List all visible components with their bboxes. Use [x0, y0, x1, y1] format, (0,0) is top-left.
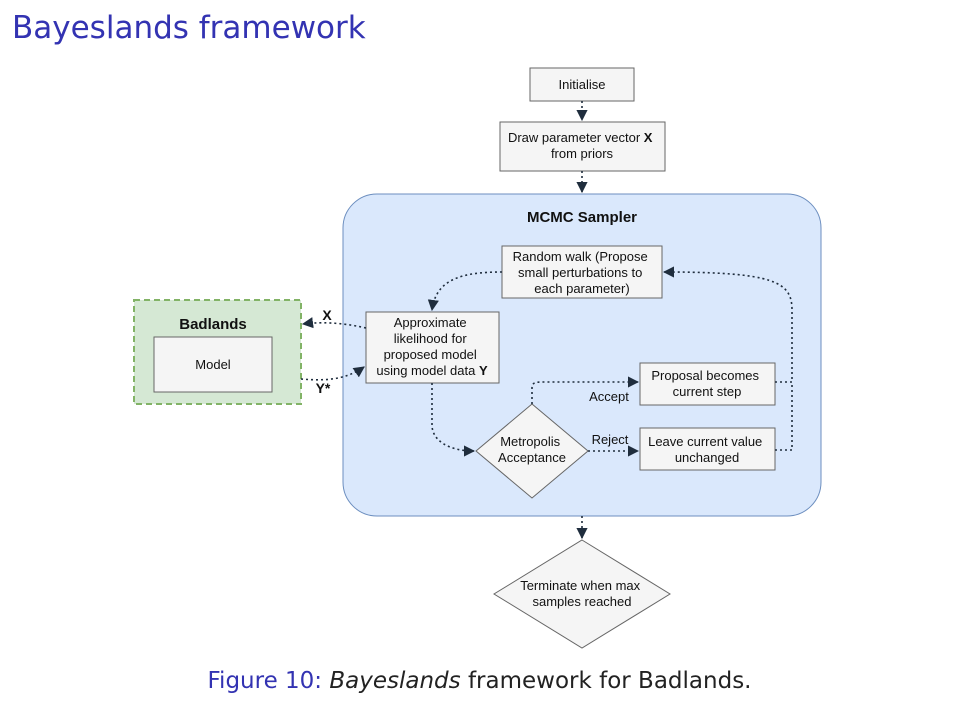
leave-unchanged-label: Leave current value unchanged: [648, 434, 766, 465]
figure-caption-text: framework for Badlands.: [460, 668, 752, 694]
random-walk-line2: small perturbations to: [518, 265, 642, 280]
edge-badlands-to-likelihood-ystar: [300, 366, 365, 381]
mcmc-sampler-title: MCMC Sampler: [527, 209, 637, 226]
draw-params-line1: Draw parameter vector: [508, 130, 644, 145]
proposal-current-box: [639, 362, 776, 406]
metropolis-line2: Acceptance: [498, 450, 566, 465]
terminate-label: Terminate when max samples reached: [520, 578, 644, 609]
edge-likelihood-to-badlands-x: [301, 317, 367, 329]
draw-params-x: X: [644, 130, 653, 145]
badlands-title: Badlands: [179, 316, 247, 333]
initialise-label: Initialise: [559, 77, 606, 92]
figure-caption: Figure 10: Bayeslands framework for Badl…: [0, 668, 959, 694]
terminate-line1: Terminate when max: [520, 578, 640, 593]
edge-randomwalk-to-likelihood: [427, 271, 503, 312]
random-walk-box: [501, 245, 663, 299]
leave-unchanged-line1: Leave current value: [648, 434, 762, 449]
approx-likelihood-line4: using model data: [376, 363, 479, 378]
proposal-current-label: Proposal becomes current step: [651, 368, 762, 399]
leave-unchanged-box: [639, 427, 776, 471]
metropolis-diamond: [475, 403, 589, 499]
edge-label-ystar: Y*: [316, 380, 331, 396]
random-walk-line3: each parameter): [534, 281, 629, 296]
terminate-line2: samples reached: [533, 594, 632, 609]
proposal-current-line2: current step: [673, 384, 742, 399]
draw-params-line2: from priors: [551, 146, 614, 161]
approx-likelihood-label: Approximate likelihood for proposed mode…: [376, 315, 488, 378]
edge-unchanged-to-loop: [775, 382, 793, 451]
edge-likelihood-to-metropolis: [431, 383, 476, 457]
approx-likelihood-line2: likelihood for: [394, 331, 468, 346]
approx-likelihood-y: Y: [479, 363, 488, 378]
draw-params-label: Draw parameter vector X from priors: [508, 130, 656, 161]
random-walk-line1: Random walk (Propose: [513, 249, 648, 264]
metropolis-line1: Metropolis: [500, 434, 560, 449]
figure-caption-italic: Bayeslands: [329, 668, 461, 694]
model-label: Model: [195, 357, 231, 372]
metropolis-label: Metropolis Acceptance: [498, 434, 566, 465]
random-walk-label: Random walk (Propose small perturbations…: [513, 249, 652, 296]
edge-label-x: X: [322, 307, 332, 323]
edge-label-reject: Reject: [592, 432, 629, 447]
figure-number: Figure 10:: [207, 668, 323, 694]
initialise-box: [529, 67, 635, 102]
draw-params-box: [499, 121, 666, 172]
proposal-current-line1: Proposal becomes: [651, 368, 759, 383]
approx-likelihood-box: [365, 311, 500, 384]
approx-likelihood-line1: Approximate: [394, 315, 467, 330]
edge-label-accept: Accept: [589, 389, 629, 404]
approx-likelihood-line3: proposed model: [384, 347, 477, 362]
model-box: [153, 336, 273, 393]
edge-loop-to-randomwalk: [662, 266, 793, 383]
edge-metropolis-accept: [531, 376, 640, 404]
page-title: Bayeslands framework: [12, 10, 366, 46]
leave-unchanged-line2: unchanged: [675, 450, 739, 465]
terminate-diamond: [493, 539, 671, 649]
